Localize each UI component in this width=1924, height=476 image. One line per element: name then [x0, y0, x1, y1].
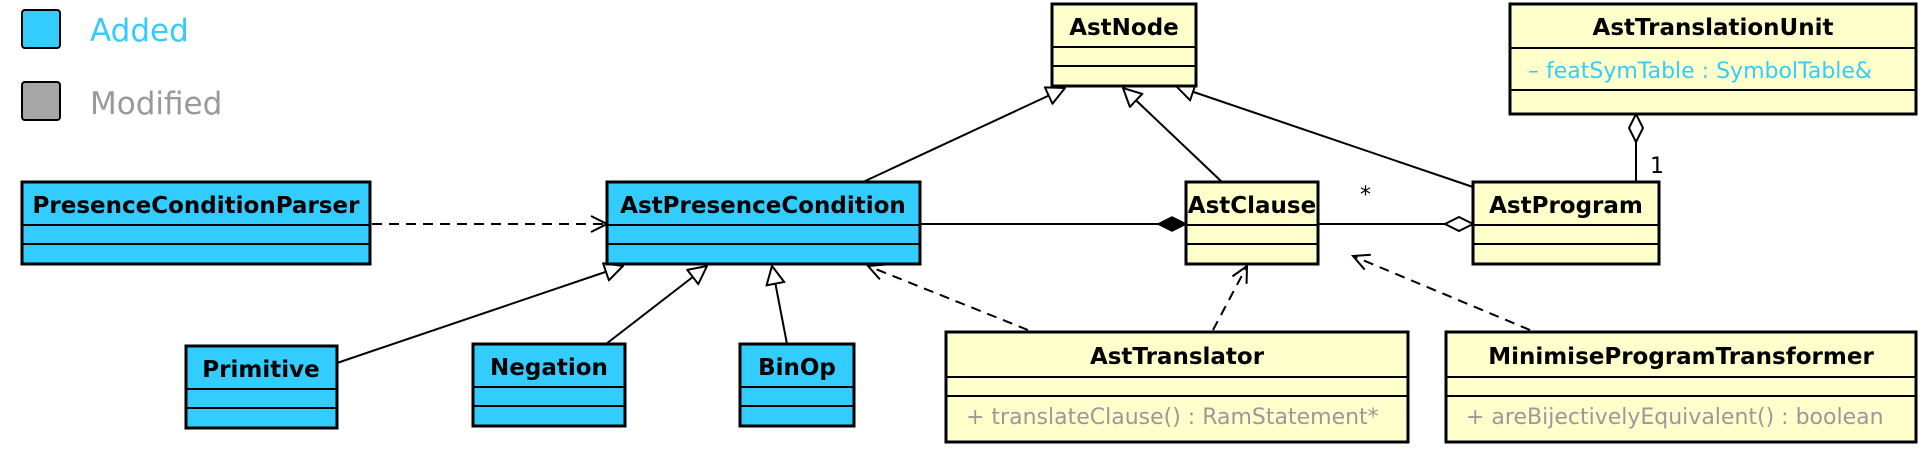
generalization-binop-to-presence-condition	[772, 266, 788, 345]
class-primitive[interactable]: Primitive	[184, 344, 339, 430]
class-member-translate-clause: + translateClause() : RamStatement*	[966, 405, 1379, 430]
class-name: AstClause	[1188, 193, 1316, 219]
generalization-presence-condition-to-astnode	[862, 88, 1065, 183]
class-ast-clause[interactable]: AstClause	[1184, 180, 1320, 266]
dependency-translator-to-presence-condition	[868, 266, 1029, 331]
legend: Added Modified	[21, 9, 222, 122]
class-name: AstProgram	[1489, 193, 1643, 219]
class-name: AstTranslationUnit	[1593, 15, 1834, 41]
multiplicity-program-unit: 1	[1650, 154, 1664, 179]
generalization-primitive-to-presence-condition	[336, 266, 623, 364]
class-binop[interactable]: BinOp	[738, 342, 856, 428]
class-ast-presence-condition[interactable]: AstPresenceCondition	[605, 180, 922, 266]
class-member-are-bijectively-equivalent: + areBijectivelyEquivalent() : boolean	[1466, 405, 1884, 430]
class-negation[interactable]: Negation	[471, 342, 627, 428]
class-presence-condition-parser[interactable]: PresenceConditionParser	[20, 180, 372, 266]
class-minimise-program-transformer[interactable]: MinimiseProgramTransformer + areBijectiv…	[1444, 330, 1918, 444]
class-name: PresenceConditionParser	[33, 193, 361, 219]
relationships	[336, 86, 1636, 364]
class-name: Primitive	[202, 357, 319, 383]
class-ast-program[interactable]: AstProgram	[1471, 180, 1661, 266]
class-name: Negation	[490, 355, 608, 381]
generalization-negation-to-presence-condition	[605, 266, 707, 345]
class-member-feat-sym-table: – featSymTable : SymbolTable&	[1528, 59, 1872, 84]
legend-modified-swatch	[21, 81, 61, 121]
generalization-program-to-astnode	[1176, 86, 1474, 188]
generalization-clause-to-astnode	[1123, 88, 1223, 183]
multiplicity-clause-program: *	[1360, 183, 1371, 208]
class-name: AstNode	[1069, 15, 1179, 41]
class-astnode[interactable]: AstNode	[1050, 2, 1198, 88]
class-ast-translator[interactable]: AstTranslator + translateClause() : RamS…	[944, 330, 1410, 444]
class-ast-translation-unit[interactable]: AstTranslationUnit – featSymTable : Symb…	[1508, 2, 1918, 116]
dependency-minimiser-to-clause	[1353, 256, 1531, 331]
class-name: BinOp	[758, 355, 836, 381]
legend-modified-label: Modified	[90, 86, 222, 122]
legend-added-swatch	[21, 9, 61, 49]
legend-added-label: Added	[90, 13, 189, 49]
dependency-translator-to-clause	[1212, 266, 1247, 331]
class-name: AstTranslator	[1090, 344, 1265, 370]
class-name: AstPresenceCondition	[620, 193, 906, 219]
class-name: MinimiseProgramTransformer	[1488, 344, 1874, 370]
